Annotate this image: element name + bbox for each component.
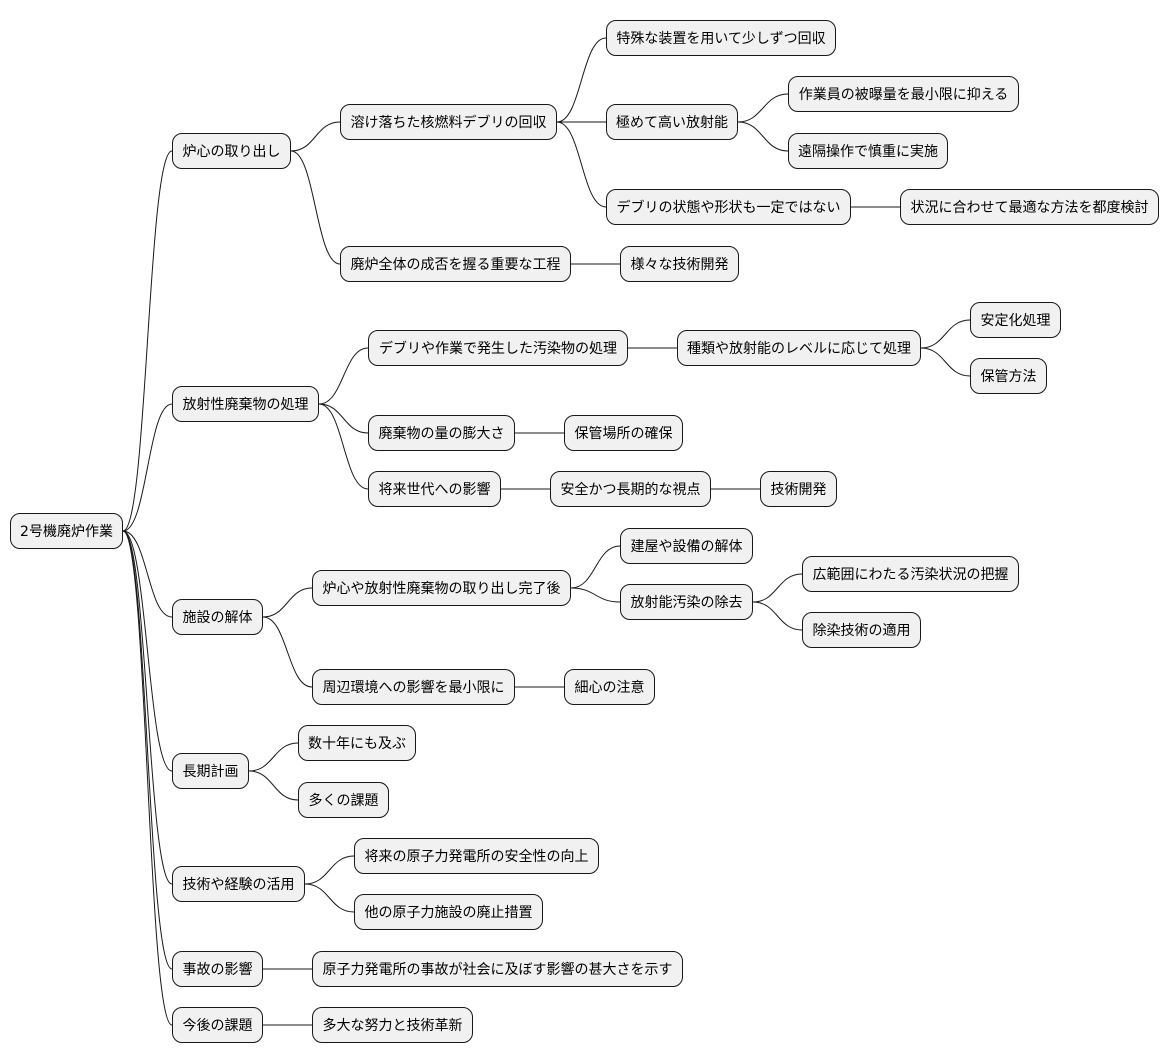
node-contaminant-processing[interactable]: デブリや作業で発生した汚染物の処理: [368, 330, 628, 366]
connector-n5: [122, 530, 173, 885]
node-debris-state-varies[interactable]: デブリの状態や形状も一定ではない: [606, 189, 851, 225]
connector-n2_1: [318, 347, 369, 405]
node-storage-method[interactable]: 保管方法: [970, 358, 1047, 394]
connector-n1_1_2_1: [737, 93, 789, 123]
connector-n3_1: [262, 587, 313, 618]
connector-n1_1_2_2: [737, 121, 789, 152]
connector-n1: [122, 150, 173, 532]
connector-n4_2: [248, 770, 299, 801]
node-decades[interactable]: 数十年にも及ぶ: [298, 725, 416, 761]
connector-n1_1_1: [556, 37, 607, 123]
node-many-issues[interactable]: 多くの課題: [298, 782, 389, 818]
node-decontamination[interactable]: 放射能汚染の除去: [620, 584, 753, 620]
node-remote-operation[interactable]: 遠隔操作で慎重に実施: [788, 133, 948, 169]
node-minimize-env-impact[interactable]: 周辺環境への影響を最小限に: [312, 669, 515, 705]
connector-n3_1_2: [570, 587, 621, 603]
node-careful-attention[interactable]: 細心の注意: [564, 669, 655, 705]
node-core-removal[interactable]: 炉心の取り出し: [172, 133, 291, 169]
node-optimal-method[interactable]: 状況に合わせて最適な方法を都度検討: [900, 189, 1159, 225]
connector-n3_1_2_2: [752, 601, 803, 631]
node-minimize-exposure[interactable]: 作業員の被曝量を最小限に抑える: [788, 76, 1019, 112]
node-process-by-level[interactable]: 種類や放射能のレベルに応じて処理: [677, 330, 921, 366]
connector-n5_1: [304, 855, 355, 885]
node-facility-dismantling[interactable]: 施設の解体: [172, 599, 263, 635]
node-accident-impact[interactable]: 事故の影響: [172, 951, 263, 987]
connector-n5_2: [304, 883, 355, 913]
connector-n7: [122, 530, 173, 1026]
node-high-radiation[interactable]: 極めて高い放射能: [606, 104, 738, 140]
node-future-generations[interactable]: 将来世代への影響: [368, 471, 501, 507]
connector-n3: [122, 530, 173, 618]
node-various-tech-dev[interactable]: 様々な技術開発: [620, 246, 739, 282]
node-critical-process[interactable]: 廃炉全体の成否を握る重要な工程: [340, 246, 571, 282]
node-long-term-view[interactable]: 安全かつ長期的な視点: [550, 471, 711, 507]
node-special-device[interactable]: 特殊な装置を用いて少しずつ回収: [606, 20, 836, 56]
node-future-plant-safety[interactable]: 将来の原子力発電所の安全性の向上: [354, 838, 599, 874]
root-node[interactable]: 2号機廃炉作業: [10, 513, 123, 549]
connector-n3_1_1: [570, 545, 621, 589]
node-use-experience[interactable]: 技術や経験の活用: [172, 866, 305, 902]
node-other-decommissioning[interactable]: 他の原子力施設の廃止措置: [354, 894, 543, 930]
node-social-impact[interactable]: 原子力発電所の事故が社会に及ぼす影響の甚大さを示す: [312, 951, 683, 987]
node-building-dismantling[interactable]: 建屋や設備の解体: [620, 528, 753, 564]
node-radioactive-waste[interactable]: 放射性廃棄物の処理: [172, 386, 319, 422]
connector-n4_1: [248, 742, 299, 772]
node-debris-recovery[interactable]: 溶け落ちた核燃料デブリの回収: [340, 104, 557, 140]
node-future-challenges[interactable]: 今後の課題: [172, 1007, 263, 1043]
node-after-removal[interactable]: 炉心や放射性廃棄物の取り出し完了後: [312, 570, 571, 606]
node-storage-site[interactable]: 保管場所の確保: [564, 415, 683, 451]
connector-n3_1_2_1: [752, 573, 803, 603]
connector-n1_2: [290, 150, 341, 265]
node-stabilization[interactable]: 安定化処理: [970, 302, 1061, 338]
connector-n2_1_1_1: [920, 319, 971, 349]
node-effort-innovation[interactable]: 多大な努力と技術革新: [312, 1007, 473, 1043]
connector-n1_1_3: [556, 121, 607, 208]
connector-n3_2: [262, 616, 313, 688]
node-long-term-plan[interactable]: 長期計画: [172, 753, 249, 789]
connector-n2_2: [318, 403, 369, 434]
connector-n2_3: [318, 403, 369, 490]
connector-n6: [122, 530, 173, 970]
connector-n2: [122, 403, 173, 532]
node-waste-volume[interactable]: 廃棄物の量の膨大さ: [368, 415, 515, 451]
node-decon-tech[interactable]: 除染技術の適用: [802, 612, 921, 648]
connector-n2_1_1_2: [920, 347, 971, 377]
node-tech-dev[interactable]: 技術開発: [760, 471, 837, 507]
connector-n4: [122, 530, 173, 772]
node-contamination-survey[interactable]: 広範囲にわたる汚染状況の把握: [802, 556, 1019, 592]
connector-n1_1: [290, 121, 341, 152]
